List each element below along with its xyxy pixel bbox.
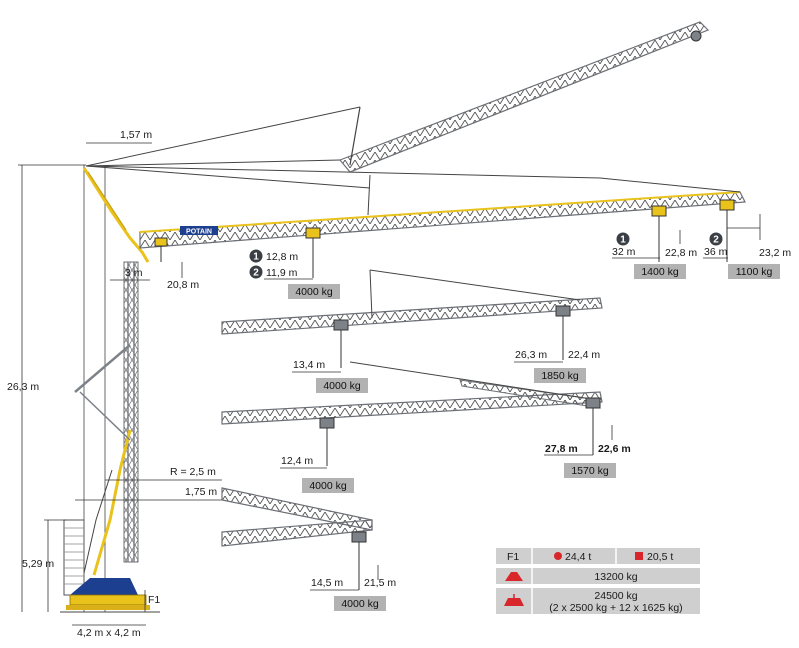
marker-2	[249, 265, 263, 279]
config3-tip-radius: 27,8 m	[545, 443, 578, 455]
marker-1-text: 1	[253, 252, 259, 263]
jib-config-4: 14,5 m 21,5 m 4000 kg	[221, 487, 396, 611]
marker-1	[249, 249, 263, 263]
tower-height-label: 26,3 m	[7, 381, 39, 393]
min-radius-height-label: 20,8 m	[167, 279, 199, 291]
table-f1-round: 24,4 t	[565, 551, 591, 563]
radius-2-label: 11,9 m	[266, 267, 298, 279]
table-weight-b-detail: (2 x 2500 kg + 12 x 1625 kg)	[549, 602, 682, 614]
table-f1-label: F1	[507, 551, 519, 563]
f1-label: F1	[148, 594, 160, 606]
tip2-radius-label: 36 m	[704, 246, 728, 258]
tip2-height-label: 23,2 m	[759, 247, 791, 259]
round-base-icon	[554, 552, 562, 560]
main-jib: POTAIN	[85, 21, 746, 278]
config4-load: 4000 kg	[341, 598, 379, 610]
weight-icon-b	[504, 598, 524, 606]
square-base-icon	[635, 552, 643, 560]
tip1-load-label: 1400 kg	[641, 266, 679, 278]
tip1-radius-label: 32 m	[612, 246, 636, 258]
marker-2-tip-text: 2	[713, 235, 719, 246]
marker-1-tip	[616, 232, 630, 246]
base-size-label: 4,2 m x 4,2 m	[77, 627, 141, 639]
jib-config-3: 12,4 m 4000 kg 27,8 m 22,6 m 1570 kg	[221, 361, 631, 493]
config2-tip-load: 1850 kg	[541, 370, 579, 382]
load-box-tip2	[728, 264, 780, 279]
config2-inner-load-box	[316, 378, 368, 393]
config3-inner-load-box	[302, 478, 354, 493]
config4-radius: 14,5 m	[311, 577, 343, 589]
load-box-inner	[288, 284, 340, 299]
config2-inner-radius: 13,4 m	[293, 359, 325, 371]
weight-icon-a	[505, 572, 523, 581]
tail-label: 1,75 m	[185, 486, 217, 498]
load-box-tip1	[634, 264, 686, 279]
min-radius-label: 3 m	[125, 267, 143, 279]
config3-tip-height: 22,6 m	[598, 443, 631, 455]
config4-load-box	[334, 596, 386, 611]
config2-inner-load: 4000 kg	[323, 380, 361, 392]
tower-mast	[60, 165, 160, 613]
table-weight-a: 13200 kg	[594, 571, 637, 583]
config3-tip-load: 1570 kg	[571, 465, 609, 477]
jib-config-2: 13,4 m 4000 kg 26,3 m 22,4 m 1850 kg	[221, 269, 603, 393]
jib-offset-label: 1,57 m	[120, 129, 152, 141]
config2-tip-radius: 26,3 m	[515, 349, 547, 361]
config2-tip-height: 22,4 m	[568, 349, 600, 361]
config3-inner-load: 4000 kg	[309, 480, 347, 492]
tip1-height-label: 22,8 m	[665, 247, 697, 259]
tower-dimensions: 1,57 m 26,3 m 5,29 m 4,2 m x 4,2 m R = 2…	[7, 129, 222, 639]
main-jib-dimensions: 3 m 20,8 m 1 12,8 m 2 11,9 m 4000 kg 1 3…	[110, 214, 791, 299]
radius-1-label: 12,8 m	[266, 251, 298, 263]
marker-1-tip-text: 1	[620, 235, 626, 246]
ballast-height-label: 5,29 m	[22, 558, 54, 570]
config3-inner-radius: 12,4 m	[281, 455, 313, 467]
radius-label: R = 2,5 m	[170, 466, 216, 478]
brand-logo-text: POTAIN	[186, 229, 212, 236]
tip2-load-label: 1100 kg	[736, 266, 773, 278]
config3-tip-load-box	[564, 463, 616, 478]
marker-2-tip	[709, 232, 723, 246]
table-f1-square: 20,5 t	[647, 551, 673, 563]
specs-table: F1 24,4 t 20,5 t 13200 kg 24500 kg (2 x …	[496, 548, 700, 614]
marker-2-text: 2	[253, 268, 259, 279]
load-inner-label: 4000 kg	[295, 286, 333, 298]
config2-tip-load-box	[534, 368, 586, 383]
brand-logo	[180, 226, 218, 235]
config4-height: 21,5 m	[364, 577, 396, 589]
table-weight-b: 24500 kg	[594, 590, 637, 602]
